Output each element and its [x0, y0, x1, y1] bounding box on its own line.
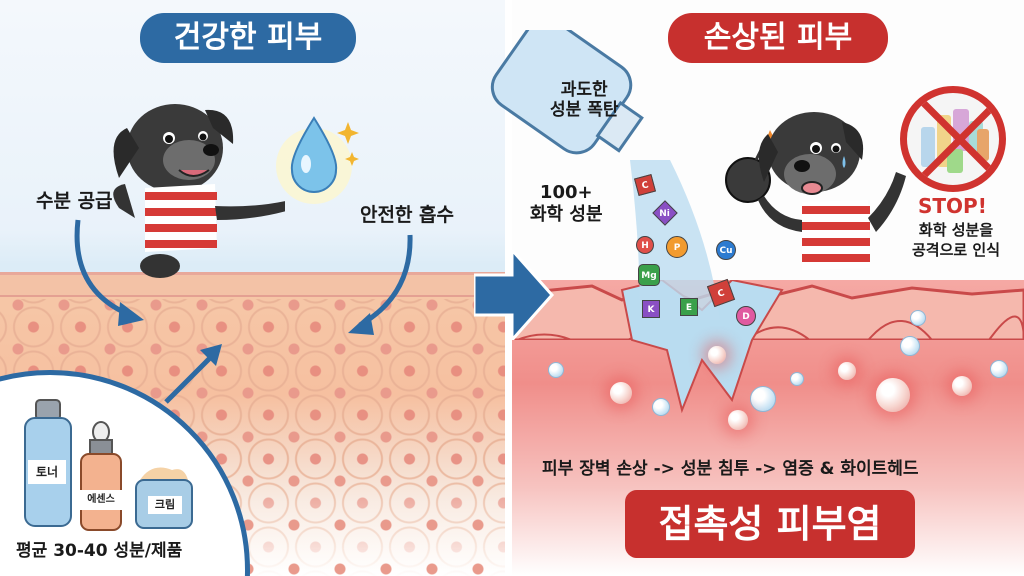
- toner-label: 토너: [28, 460, 66, 484]
- chip-p: P: [666, 236, 688, 258]
- transition-arrow-icon: [474, 250, 554, 340]
- chip-d: D: [736, 306, 756, 326]
- contact-dermatitis-title: 접촉성 피부염: [625, 490, 915, 558]
- chemical-count: 100+: [539, 182, 593, 203]
- immune-response-label: 화학 성분을 공격으로 인식: [912, 220, 1000, 260]
- bubble: [652, 398, 670, 416]
- bubble: [990, 360, 1008, 378]
- happy-dog-illustration: [113, 104, 285, 278]
- safe-absorption-label: 안전한 흡수: [360, 204, 455, 226]
- chip-mg: Mg: [638, 264, 660, 286]
- chip-k: K: [642, 300, 660, 318]
- cream-label: 크림: [148, 496, 182, 514]
- tilted-bottle-illustration: [490, 30, 644, 155]
- cosmetics-bottles-icon: [921, 109, 989, 173]
- immune-response-line2: 공격으로 인식: [912, 241, 1001, 259]
- healthy-skin-title: 건강한 피부: [140, 13, 356, 63]
- whitehead: [708, 346, 726, 364]
- chip-ni-text: Ni: [658, 208, 670, 219]
- ingredient-bomb-label: 과도한 성분 폭탄: [550, 80, 618, 120]
- ingredients-per-product-caption: 평균 30-40 성분/제품: [16, 541, 183, 561]
- essence-bottle-icon: [80, 421, 122, 531]
- immune-response-line1: 화학 성분을: [918, 221, 994, 239]
- cream-jar-icon: [135, 467, 193, 529]
- whitehead: [838, 362, 856, 380]
- product-arrow-icon: [164, 344, 222, 404]
- essence-label: 에센스: [80, 490, 122, 510]
- hydration-arrow-icon: [74, 219, 144, 326]
- skin-surface: [0, 275, 505, 297]
- healthy-skin-layer: [0, 272, 505, 576]
- damaged-skin-title: 손상된 피부: [668, 13, 888, 63]
- chemical-label: 화학 성분: [530, 204, 603, 225]
- absorption-arrow-icon: [348, 234, 413, 335]
- no-chemicals-icon: [900, 86, 1006, 192]
- bubble: [750, 386, 776, 412]
- whitehead: [876, 378, 910, 412]
- hydration-label: 수분 공급: [36, 190, 113, 212]
- chip-cu: Cu: [716, 240, 736, 260]
- bubble: [790, 372, 804, 386]
- chip-h: H: [636, 236, 654, 254]
- ingredient-bomb-line2: 성분 폭탄: [550, 100, 619, 120]
- bubble: [900, 336, 920, 356]
- whitehead: [952, 376, 972, 396]
- process-description: 피부 장벽 손상 -> 성분 침투 -> 염증 & 화이트헤드: [542, 459, 919, 479]
- chemical-count-label: 100+ 화학 성분: [530, 182, 603, 226]
- ingredient-bomb-line1: 과도한: [560, 80, 608, 100]
- worried-dog-illustration: [725, 112, 906, 270]
- chip-e: E: [680, 298, 698, 316]
- water-drop-icon: [276, 116, 359, 204]
- bubble: [910, 310, 926, 326]
- bubble: [548, 362, 564, 378]
- whitehead: [728, 410, 748, 430]
- stop-title: STOP!: [918, 194, 987, 218]
- whitehead: [610, 382, 632, 404]
